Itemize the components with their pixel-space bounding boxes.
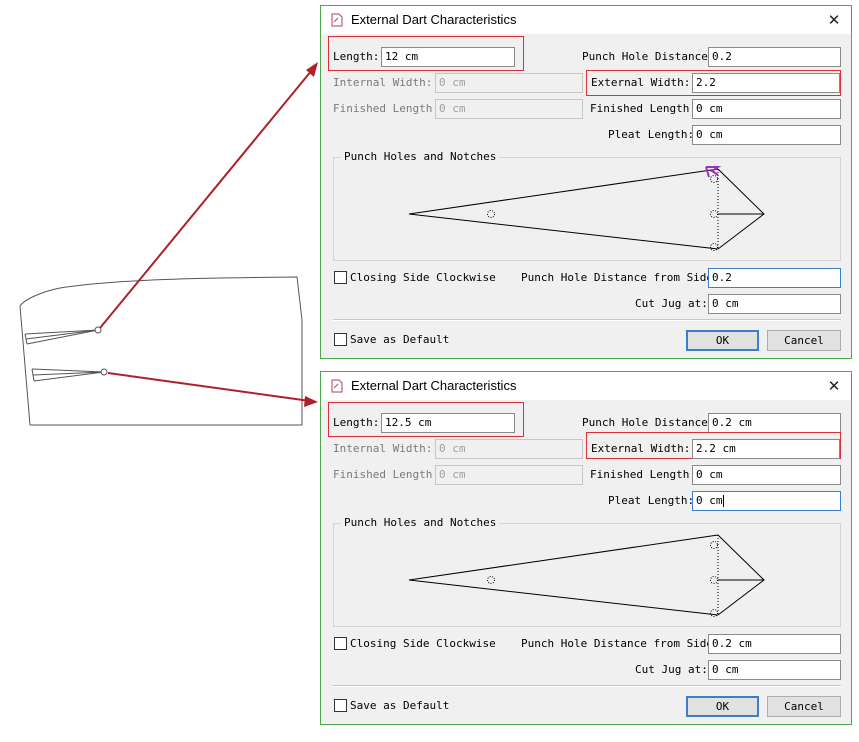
highlight-box-length <box>328 402 524 437</box>
closing-side-label: Closing Side Clockwise <box>350 637 496 650</box>
pleat-length-label: Pleat Length: <box>608 494 695 507</box>
snap-marker-icon <box>705 166 722 178</box>
dart-dialog-1[interactable]: External Dart Characteristics ✕ Length: … <box>320 5 852 359</box>
external-width-input[interactable]: 2.2 <box>692 73 840 93</box>
finished-length-right-input[interactable]: 0 cm <box>692 465 841 485</box>
external-width-label: External Width: <box>591 76 691 89</box>
dart-point-1[interactable] <box>94 326 102 334</box>
punch-hole-distance-label: Punch Hole Distance: <box>582 50 715 63</box>
pleat-length-value: 0 cm <box>696 494 723 507</box>
dart-line <box>33 371 105 382</box>
separator <box>333 685 841 687</box>
separator <box>333 319 841 321</box>
document-icon <box>331 379 343 393</box>
punch-hole-from-side-input[interactable]: 0.2 <box>708 268 841 288</box>
cut-jug-label: Cut Jug at: <box>635 663 708 676</box>
cancel-button[interactable]: Cancel <box>767 696 841 717</box>
highlight-box-length <box>328 36 524 71</box>
dart-line <box>26 329 99 345</box>
length-input[interactable]: 12 cm <box>381 47 515 67</box>
pattern-piece[interactable] <box>19 276 303 426</box>
dart-line <box>24 333 28 345</box>
close-icon[interactable]: ✕ <box>827 377 841 395</box>
pattern-outline <box>19 276 303 426</box>
punch-holes-group <box>333 523 841 627</box>
title-bar[interactable]: External Dart Characteristics ✕ <box>321 372 851 400</box>
dart-line <box>31 368 35 382</box>
dart-line <box>32 371 105 376</box>
save-default-checkbox[interactable] <box>334 699 347 712</box>
dart-preview-diagram <box>408 166 765 251</box>
highlight-box-external-width <box>586 70 841 96</box>
internal-width-input: 0 cm <box>435 73 583 93</box>
cut-jug-input[interactable]: 0 cm <box>708 660 841 680</box>
punch-holes-group-title: Punch Holes and Notches <box>341 150 500 164</box>
punch-hole-distance-input[interactable]: 0.2 <box>708 47 841 67</box>
finished-length-left-label: Finished Length: <box>333 102 439 115</box>
finished-length-left-input: 0 cm <box>435 465 583 485</box>
internal-width-label: Internal Width: <box>333 442 433 455</box>
pleat-length-label: Pleat Length: <box>608 128 695 141</box>
punch-holes-group <box>333 157 841 261</box>
external-width-label: External Width: <box>591 442 691 455</box>
cut-jug-input[interactable]: 0 cm <box>708 294 841 314</box>
punch-hole-distance-input[interactable]: 0.2 cm <box>708 413 841 433</box>
dart-line <box>24 329 99 335</box>
pleat-length-input[interactable]: 0 cm <box>692 491 841 511</box>
dart-preview-diagram <box>408 534 765 617</box>
finished-length-right-label: Finished Length: <box>590 468 696 481</box>
punch-holes-group-title: Punch Holes and Notches <box>341 516 500 530</box>
length-label: Length: <box>333 50 380 63</box>
pleat-length-input[interactable]: 0 cm <box>692 125 841 145</box>
dart-line <box>31 368 105 373</box>
closing-side-checkbox[interactable] <box>334 637 347 650</box>
dialog-title: External Dart Characteristics <box>351 12 517 27</box>
close-icon[interactable]: ✕ <box>827 11 841 29</box>
finished-length-left-input: 0 cm <box>435 99 583 119</box>
internal-width-input: 0 cm <box>435 439 583 459</box>
cut-jug-label: Cut Jug at: <box>635 297 708 310</box>
ok-button[interactable]: OK <box>686 696 759 717</box>
dialog-title: External Dart Characteristics <box>351 378 517 393</box>
finished-length-left-label: Finished Length: <box>333 468 439 481</box>
text-caret <box>722 495 724 507</box>
punch-hole-from-side-input[interactable]: 0.2 cm <box>708 634 841 654</box>
closing-side-label: Closing Side Clockwise <box>350 271 496 284</box>
finished-length-right-label: Finished Length: <box>590 102 696 115</box>
document-icon <box>331 13 343 27</box>
dart-line <box>25 329 99 340</box>
closing-side-checkbox[interactable] <box>334 271 347 284</box>
save-default-label: Save as Default <box>350 333 450 346</box>
dart-point-2[interactable] <box>100 368 108 376</box>
save-default-label: Save as Default <box>350 699 450 712</box>
finished-length-right-input[interactable]: 0 cm <box>692 99 841 119</box>
save-default-checkbox[interactable] <box>334 333 347 346</box>
external-width-input[interactable]: 2.2 cm <box>692 439 840 459</box>
punch-hole-from-side-label: Punch Hole Distance from Side: <box>521 637 720 650</box>
punch-hole-distance-label: Punch Hole Distance: <box>582 416 715 429</box>
length-input[interactable]: 12.5 cm <box>381 413 515 433</box>
length-label: Length: <box>333 416 380 429</box>
internal-width-label: Internal Width: <box>333 76 433 89</box>
arrow-right-icon <box>99 62 318 407</box>
title-bar[interactable]: External Dart Characteristics ✕ <box>321 6 851 34</box>
punch-hole-from-side-label: Punch Hole Distance from Side: <box>521 271 720 284</box>
ok-button[interactable]: OK <box>686 330 759 351</box>
cancel-button[interactable]: Cancel <box>767 330 841 351</box>
dart-dialog-2[interactable]: External Dart Characteristics ✕ Length: … <box>320 371 852 725</box>
